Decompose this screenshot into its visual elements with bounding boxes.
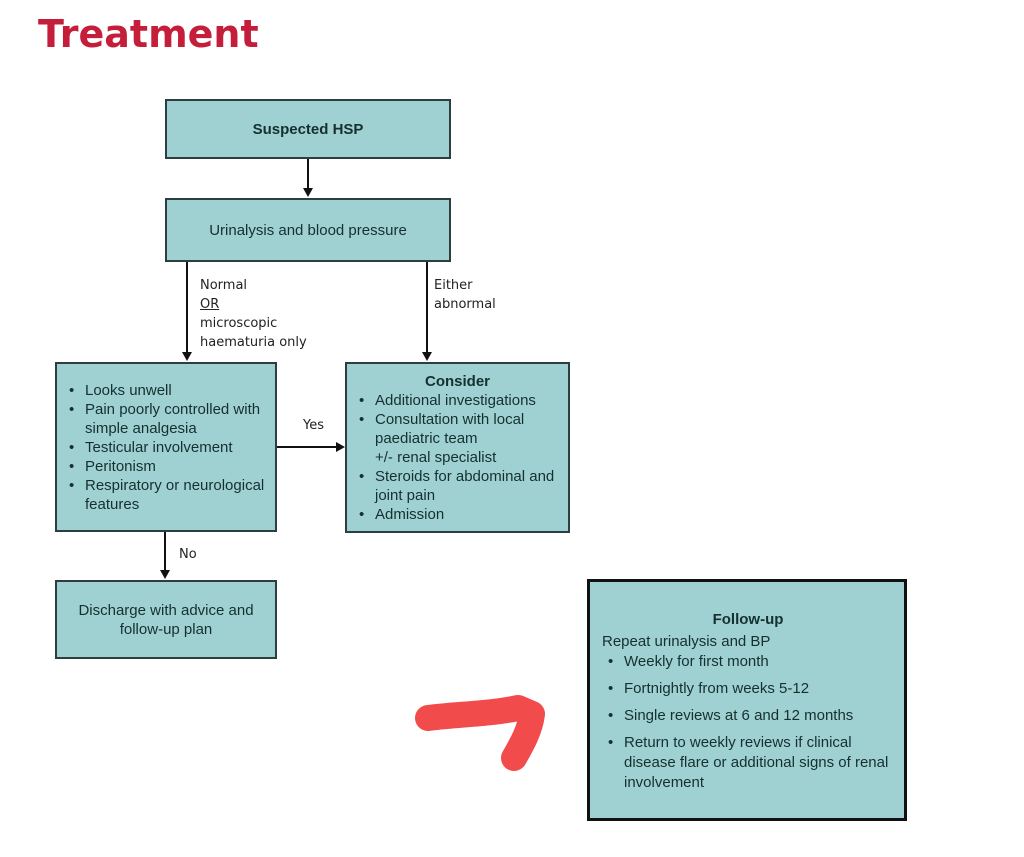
node-discharge-text: Discharge with advice and follow-up plan [78, 601, 254, 638]
edge-label-no: No [179, 547, 197, 562]
consider-item: Consultation with local paediatric team [353, 410, 562, 448]
page-title: Treatment [38, 12, 259, 56]
connector-yes [277, 446, 337, 448]
criteria-item: Peritonism [63, 457, 269, 476]
arrowhead [182, 352, 192, 361]
edge-label-normal: Normal OR microscopic haematuria only [200, 278, 307, 350]
node-follow-up: Follow-up Repeat urinalysis and BP Weekl… [587, 579, 907, 821]
arrowhead [160, 570, 170, 579]
node-discharge: Discharge with advice and follow-up plan [55, 580, 277, 659]
arrowhead [336, 442, 345, 452]
edge-label-abnormal: Either abnormal [434, 278, 496, 312]
arrowhead [422, 352, 432, 361]
arrowhead [303, 188, 313, 197]
criteria-item: Respiratory or neurological features [63, 476, 269, 514]
consider-item: Steroids for abdominal and joint pain [353, 467, 562, 505]
follow-up-intro: Repeat urinalysis and BP [602, 633, 771, 650]
node-suspected-hsp-text: Suspected HSP [252, 120, 364, 138]
follow-up-item: Fortnightly from weeks 5-12 [602, 679, 894, 699]
connector-no [164, 532, 166, 570]
connector-abnormal-branch [426, 262, 428, 352]
criteria-item: Pain poorly controlled with simple analg… [63, 400, 269, 438]
node-urinalysis-text: Urinalysis and blood pressure [209, 221, 407, 239]
follow-up-item: Single reviews at 6 and 12 months [602, 706, 894, 726]
annotation-arrow-stroke [415, 695, 545, 771]
follow-up-item: Weekly for first month [602, 652, 894, 672]
consider-heading: Consider [424, 373, 490, 390]
criteria-item: Looks unwell [63, 381, 269, 400]
node-suspected-hsp: Suspected HSP [165, 99, 451, 159]
follow-up-heading: Follow-up [712, 611, 784, 628]
consider-item-continuation: +/- renal specialist [375, 449, 497, 466]
node-consider: Consider Additional investigations Consu… [345, 362, 570, 533]
follow-up-item: Return to weekly reviews if clinical dis… [602, 733, 894, 793]
edge-label-yes: Yes [303, 418, 324, 433]
consider-item: Additional investigations [353, 391, 562, 410]
connector-normal-branch [186, 262, 188, 352]
annotation-arrow-icon [415, 695, 545, 771]
node-urinalysis: Urinalysis and blood pressure [165, 198, 451, 262]
connector-suspected-to-urinalysis [307, 159, 309, 189]
node-assessment-criteria: Looks unwell Pain poorly controlled with… [55, 362, 277, 532]
criteria-item: Testicular involvement [63, 438, 269, 457]
consider-item: Admission [353, 505, 562, 524]
